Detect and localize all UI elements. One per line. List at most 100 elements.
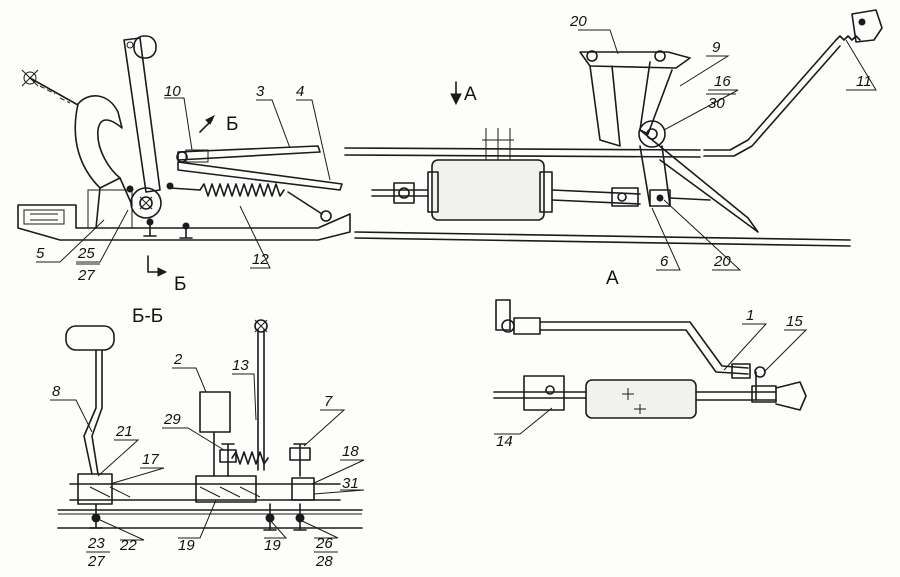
label-13: 13	[232, 357, 249, 374]
leader-21	[663, 199, 742, 271]
label-1: 1	[746, 307, 754, 324]
cylinder-linkage-assembly	[344, 9, 883, 247]
label-26: 26	[315, 535, 333, 552]
callout-labels: 20 9 16 30 11 10 3 4 5 25 27 12 6 20 1 1…	[36, 13, 872, 570]
label-18: 18	[342, 443, 359, 460]
bracket-lower-arm	[639, 129, 759, 233]
label-14: 14	[496, 433, 513, 450]
leader-4	[296, 99, 331, 181]
spring-anchor-rod	[287, 191, 323, 215]
leader-13	[232, 373, 257, 421]
pedal-pad	[23, 209, 65, 225]
leader-22	[97, 439, 140, 477]
detail-clevis-left-pin	[545, 385, 555, 395]
handle-shaft-8	[83, 349, 103, 475]
label-16: 16	[714, 73, 731, 90]
detail-joint-15	[754, 366, 766, 378]
leader-lines	[36, 29, 877, 541]
pedal-rod	[29, 77, 79, 106]
floor-plate	[17, 204, 351, 241]
rod-13-cross	[254, 319, 268, 333]
pedal-pivot-cross	[21, 69, 39, 87]
section-b-label: Б	[174, 274, 186, 295]
link-20-pin-right	[654, 50, 666, 62]
nut-7	[289, 447, 311, 461]
bracket-pivot-inner	[646, 128, 658, 140]
view-a-detail	[493, 299, 807, 419]
rod-end-pin	[656, 194, 664, 202]
label-3: 3	[256, 83, 265, 100]
hub-19	[195, 475, 257, 503]
label-23: 22	[119, 537, 137, 554]
lever-knob	[133, 35, 157, 59]
collar-18	[291, 477, 315, 501]
view-labels: A Б Б А Б-Б	[132, 84, 619, 327]
section-bb	[57, 319, 363, 531]
label-31: 31	[342, 475, 359, 492]
rod-13	[257, 329, 265, 471]
cylinder-cap-left	[427, 171, 439, 213]
link-20-pin-left	[586, 50, 598, 62]
leader-25	[76, 209, 129, 263]
cut-marker-arrow	[157, 267, 168, 277]
bracket-drop	[639, 145, 671, 207]
label-29: 29	[163, 411, 181, 428]
arrow-b-label: Б	[226, 114, 238, 135]
handle-knob	[65, 325, 115, 351]
rod-11-mount-pin	[858, 18, 866, 26]
section-rail	[57, 509, 363, 529]
label-12: 12	[252, 251, 269, 268]
bolt-23-head	[91, 513, 101, 523]
label-6: 6	[660, 253, 669, 270]
rod-11-mount	[851, 9, 883, 43]
section-bb-title: Б-Б	[132, 306, 163, 327]
cylinder-rod-right	[551, 189, 641, 205]
leader-29	[162, 427, 225, 451]
view-a-arrow-head	[450, 93, 462, 106]
pivot-cross	[139, 196, 153, 210]
pedal-body	[74, 95, 123, 189]
rod-11-spring	[835, 35, 861, 41]
detail-cylinder-marks	[622, 388, 646, 414]
hub-17	[77, 473, 113, 505]
detail-fork	[775, 381, 807, 411]
rod-joint	[176, 151, 188, 163]
detail-bracket	[495, 299, 511, 331]
right-clevis-pin	[617, 192, 627, 202]
label-19b: 19	[264, 537, 281, 554]
hydraulic-cylinder	[431, 159, 545, 221]
cylinder-cap-right	[539, 171, 553, 213]
return-spring	[199, 183, 285, 197]
arrow-b-head	[205, 114, 216, 125]
label-19a: 19	[178, 537, 195, 554]
leader-8	[50, 399, 93, 433]
rod-end-tail	[669, 197, 711, 201]
rod-13-top	[254, 319, 268, 333]
label-2: 2	[173, 351, 183, 368]
label-9: 9	[712, 39, 721, 56]
left-clevis	[393, 182, 415, 204]
leader-18	[311, 459, 365, 485]
leader-6	[651, 207, 681, 271]
label-24: 23	[87, 535, 105, 552]
frame-rail-bottom-inner	[354, 237, 851, 247]
bolt-19b-head	[265, 513, 275, 523]
pedal-pivot-mark	[23, 71, 37, 85]
leader-12	[239, 205, 271, 269]
bolt-26-head	[295, 513, 305, 523]
leader-11	[845, 39, 877, 91]
bracket-pivot-outer	[638, 120, 666, 148]
leader-19a	[178, 499, 217, 539]
leader-10	[164, 97, 193, 151]
frame-rail-bottom	[354, 231, 851, 241]
detail-rod-left	[493, 391, 587, 399]
bracket-left-leg	[589, 65, 621, 147]
detail-rod-right	[695, 391, 777, 401]
leader-23	[99, 519, 145, 541]
link-20	[579, 51, 691, 69]
leader-16-30	[663, 89, 739, 131]
main-lever	[123, 37, 161, 193]
bracket-9	[639, 61, 673, 135]
